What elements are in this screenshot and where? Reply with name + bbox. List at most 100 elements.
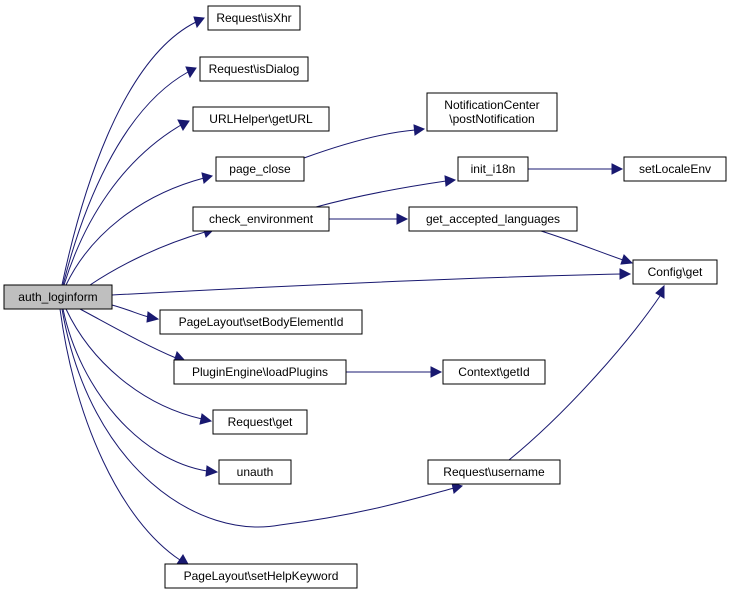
node-box[interactable]: [164, 563, 358, 589]
node-label: Request\isDialog: [209, 62, 300, 76]
node-box[interactable]: [173, 359, 347, 385]
node-request-username[interactable]: Request\username: [427, 459, 561, 485]
call-edges: [59, 16, 665, 567]
node-config-get[interactable]: Config\get: [632, 259, 718, 285]
node-init-i18n[interactable]: init_i18n: [457, 156, 529, 182]
node-get-accepted-languages[interactable]: get_accepted_languages: [408, 206, 578, 232]
edge-auth_loginform-to-config_get: [111, 268, 632, 296]
node-setLocaleEnv[interactable]: setLocaleEnv: [623, 156, 727, 182]
edge-loadPlugins-to-context_getId: [346, 366, 443, 378]
node-label: page_close: [229, 162, 291, 176]
arrowhead-icon: [205, 465, 219, 477]
node-box[interactable]: [457, 156, 529, 182]
edge-line: [89, 231, 206, 286]
edge-auth_loginform-to-getURL: [63, 119, 190, 286]
node-check-environment[interactable]: check_environment: [192, 206, 330, 232]
node-label: PageLayout\setHelpKeyword: [184, 569, 339, 583]
edge-line: [63, 124, 182, 286]
edge-auth_loginform-to-check_environment: [89, 226, 214, 286]
node-box[interactable]: [218, 459, 292, 485]
edge-auth_loginform-to-unauth: [62, 308, 219, 477]
edge-line: [61, 21, 197, 286]
node-auth-loginform[interactable]: auth_loginform: [3, 284, 113, 310]
node-label: auth_loginform: [18, 290, 97, 304]
edge-check_environment-to-init_i18n: [315, 175, 457, 208]
node-label: Request\isXhr: [216, 11, 291, 25]
edge-line: [508, 295, 661, 461]
arrowhead-icon: [444, 175, 457, 187]
edge-auth_loginform-to-setBodyElementId: [111, 304, 160, 323]
node-label: Config\get: [648, 265, 703, 279]
node-box[interactable]: [632, 259, 718, 285]
node-setBodyElementId[interactable]: PageLayout\setBodyElementId: [159, 309, 363, 335]
edge-line: [62, 308, 208, 472]
arrowhead-icon: [655, 284, 665, 299]
node-label: init_i18n: [471, 162, 516, 176]
arrowhead-icon: [611, 163, 624, 175]
node-box[interactable]: [3, 284, 113, 310]
edge-line: [61, 308, 455, 528]
node-label: get_accepted_languages: [426, 212, 560, 226]
node-label: PageLayout\setBodyElementId: [179, 315, 344, 329]
edge-auth_loginform-to-request_get: [65, 308, 213, 425]
node-box[interactable]: [408, 206, 578, 232]
node-unauth[interactable]: unauth: [218, 459, 292, 485]
node-isXhr[interactable]: Request\isXhr: [207, 5, 301, 31]
node-box[interactable]: [426, 92, 558, 132]
node-box[interactable]: [159, 309, 363, 335]
arrowhead-icon: [396, 213, 409, 225]
edge-line: [79, 308, 177, 359]
node-box[interactable]: [212, 409, 308, 435]
edge-auth_loginform-to-setHelpKeyword: [59, 308, 190, 567]
node-request-get[interactable]: Request\get: [212, 409, 308, 435]
node-label: Request\get: [228, 415, 293, 429]
node-context-getId[interactable]: Context\getId: [442, 359, 546, 385]
edge-auth_loginform-to-isXhr: [61, 16, 205, 286]
arrowhead-icon: [201, 172, 214, 184]
node-label: unauth: [237, 465, 274, 479]
edge-line: [62, 71, 189, 286]
node-page-close[interactable]: page_close: [215, 156, 305, 182]
node-label: setLocaleEnv: [639, 162, 711, 176]
node-label: \postNotification: [449, 112, 534, 126]
node-label: Context\getId: [458, 365, 529, 379]
arrowhead-icon: [146, 311, 160, 323]
node-box[interactable]: [192, 206, 330, 232]
arrowhead-icon: [185, 66, 197, 79]
edge-auth_loginform-to-isDialog: [62, 66, 197, 286]
node-isDialog[interactable]: Request\isDialog: [199, 56, 309, 82]
edge-line: [111, 304, 150, 318]
node-box[interactable]: [623, 156, 727, 182]
node-getURL[interactable]: URLHelper\getURL: [192, 106, 330, 132]
node-box[interactable]: [427, 459, 561, 485]
node-box[interactable]: [207, 5, 301, 31]
arrowhead-icon: [413, 124, 426, 136]
node-label: URLHelper\getURL: [209, 112, 313, 126]
node-loadPlugins[interactable]: PluginEngine\loadPlugins: [173, 359, 347, 385]
edge-init_i18n-to-setLocaleEnv: [528, 163, 624, 175]
arrowhead-icon: [193, 16, 205, 29]
node-setHelpKeyword[interactable]: PageLayout\setHelpKeyword: [164, 563, 358, 589]
edge-line: [540, 230, 624, 261]
edge-auth_loginform-to-page_close: [65, 172, 214, 286]
edge-page_close-to-postNotification: [303, 124, 426, 159]
node-box[interactable]: [192, 106, 330, 132]
edge-line: [65, 308, 203, 420]
edge-line: [315, 180, 447, 208]
node-box[interactable]: [199, 56, 309, 82]
edge-check_environment-to-get_accepted_languages: [329, 213, 409, 225]
edge-line: [303, 129, 416, 159]
edge-line: [111, 273, 622, 296]
node-label: check_environment: [209, 212, 314, 226]
arrowhead-icon: [619, 268, 632, 280]
edge-get_accepted_languages-to-config_get: [540, 230, 634, 265]
node-postNotification[interactable]: NotificationCenter\postNotification: [426, 92, 558, 132]
edge-request_username-to-config_get: [508, 284, 665, 461]
node-box[interactable]: [215, 156, 305, 182]
arrowhead-icon: [199, 413, 213, 425]
node-box[interactable]: [442, 359, 546, 385]
node-label: NotificationCenter: [444, 98, 539, 112]
edge-line: [65, 177, 205, 286]
arrowhead-icon: [177, 119, 190, 131]
